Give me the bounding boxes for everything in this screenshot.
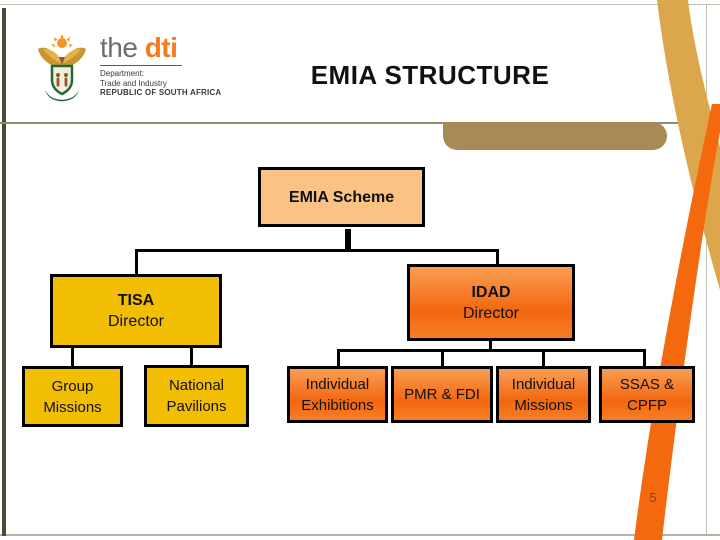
node-label-line1: Group bbox=[51, 377, 94, 395]
node-label-line1: TISA bbox=[117, 292, 155, 309]
org-node-idad-director: IDAD Director bbox=[407, 264, 575, 341]
orange-stripe bbox=[634, 104, 720, 540]
tan-accent-bar bbox=[443, 122, 667, 150]
node-label-line2: Pavilions bbox=[166, 398, 227, 415]
org-node-ssas-cpfp: SSAS & CPFP bbox=[599, 366, 695, 423]
connector-idad-stem bbox=[489, 339, 492, 351]
department-line-1: Department: bbox=[100, 69, 145, 78]
connector-to-tisa bbox=[135, 249, 138, 276]
brand-the: the bbox=[100, 32, 145, 63]
connector-to-group-missions bbox=[71, 346, 74, 368]
org-node-individual-missions: Individual Missions bbox=[496, 366, 591, 423]
org-node-pmr-fdi: PMR & FDI bbox=[391, 366, 493, 423]
header-divider-line bbox=[0, 122, 707, 124]
node-label-line1: SSAS & bbox=[619, 375, 675, 393]
dti-wordmark: the dti bbox=[100, 32, 178, 64]
department-line-3: REPUBLIC OF SOUTH AFRICA bbox=[100, 88, 222, 97]
node-label-line2: CPFP bbox=[626, 396, 667, 414]
frame-left-bar bbox=[2, 8, 6, 536]
connector-to-ssas-cpfp bbox=[643, 349, 646, 368]
connector-to-individual-missions bbox=[542, 349, 545, 368]
org-node-tisa-director: TISA Director bbox=[50, 274, 222, 348]
org-node-emia-scheme: EMIA Scheme bbox=[258, 167, 425, 227]
connector-to-national-pavilions bbox=[190, 346, 193, 367]
connector-root-stem bbox=[345, 229, 351, 252]
org-node-national-pavilions: National Pavilions bbox=[144, 365, 249, 427]
node-label-line1: IDAD bbox=[471, 283, 511, 301]
page-number: 5 bbox=[649, 490, 657, 505]
department-lines: Department: Trade and Industry REPUBLIC … bbox=[100, 69, 221, 98]
slide-title: EMIA STRUCTURE bbox=[310, 60, 550, 90]
node-label-line2: Director bbox=[462, 304, 519, 322]
node-label-line2: Missions bbox=[43, 398, 102, 416]
connector-level2-tee bbox=[337, 349, 646, 352]
node-label-line2: Exhibitions bbox=[301, 396, 374, 414]
brand-underline bbox=[100, 65, 182, 66]
frame-top-line bbox=[0, 4, 720, 5]
department-line-2: Trade and Industry bbox=[100, 78, 167, 88]
node-label: EMIA Scheme bbox=[288, 188, 395, 206]
node-label: PMR & FDI bbox=[404, 386, 480, 403]
node-label-line2: Director bbox=[107, 313, 164, 330]
coat-of-arms-icon bbox=[38, 34, 86, 102]
brand-dti: dti bbox=[144, 32, 178, 63]
connector-level1-tee bbox=[135, 249, 499, 252]
frame-bottom-line bbox=[0, 534, 720, 536]
dti-logo: the dti Department: Trade and Industry R… bbox=[30, 28, 260, 112]
node-label-line1: Individual bbox=[305, 375, 370, 393]
node-label-line1: National bbox=[168, 377, 225, 394]
node-label-line1: Individual bbox=[511, 375, 576, 393]
frame-right-line bbox=[706, 4, 707, 534]
node-label-line2: Missions bbox=[514, 396, 573, 414]
connector-to-pmr-fdi bbox=[441, 349, 444, 368]
connector-to-idad bbox=[496, 249, 499, 267]
org-node-individual-exhibitions: Individual Exhibitions bbox=[287, 366, 388, 423]
connector-to-individual-exhibitions bbox=[337, 349, 340, 368]
org-node-group-missions: Group Missions bbox=[22, 366, 123, 427]
